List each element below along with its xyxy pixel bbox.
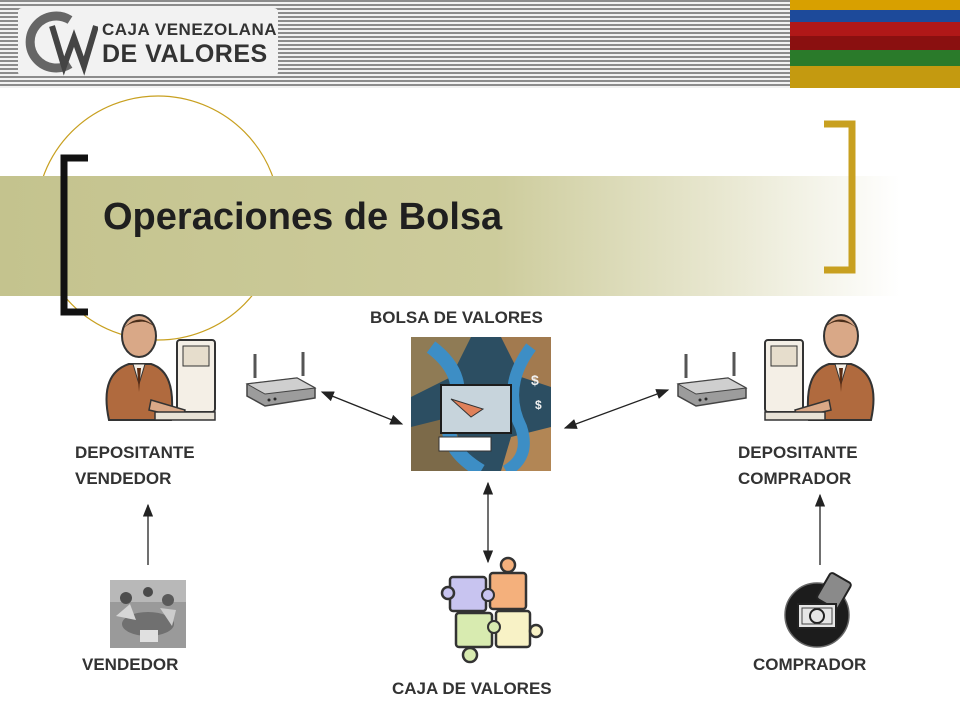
depositante-vendedor-line2: VENDEDOR [75, 469, 172, 488]
slide-title: Operaciones de Bolsa [103, 196, 503, 238]
puzzle-pieces-icon [440, 556, 544, 664]
person-computer-right-icon [764, 314, 875, 421]
left-bracket [60, 154, 88, 316]
router-left-icon [245, 352, 317, 407]
bolsa-label: BOLSA DE VALORES [370, 308, 543, 327]
vendedor-label: VENDEDOR [82, 655, 179, 674]
router-right-icon [676, 352, 748, 407]
caja-label: CAJA DE VALORES [392, 679, 552, 698]
right-bracket [824, 120, 856, 274]
comprador-label: COMPRADOR [753, 655, 867, 674]
svg-text:$: $ [531, 372, 539, 388]
cvv-monogram-icon [25, 11, 98, 76]
depositante-comprador-line1: DEPOSITANTE [738, 443, 858, 462]
logo-line-1: CAJA VENEZOLANA [102, 20, 277, 39]
flag-bands [790, 0, 960, 88]
logo-line-2: DE VALORES [102, 40, 268, 68]
depositante-comprador-label: DEPOSITANTE COMPRADOR [738, 440, 858, 492]
arrow-vendedor-bolsa [320, 391, 404, 425]
stock-exchange-image: $ $ [411, 337, 551, 471]
company-logo: CAJA VENEZOLANA DE VALORES [18, 8, 278, 76]
title-band [0, 176, 900, 296]
depositante-vendedor-line1: DEPOSITANTE [75, 443, 195, 462]
person-computer-left-icon [105, 314, 216, 421]
vendedor-image [110, 580, 186, 648]
header-banner: CAJA VENEZOLANA DE VALORES [0, 0, 960, 88]
svg-text:$: $ [535, 398, 542, 412]
depositante-vendedor-label: DEPOSITANTE VENDEDOR [75, 440, 195, 492]
money-payment-icon [784, 572, 852, 648]
depositante-comprador-line2: COMPRADOR [738, 469, 852, 488]
arrow-bolsa-comprador [563, 389, 670, 429]
